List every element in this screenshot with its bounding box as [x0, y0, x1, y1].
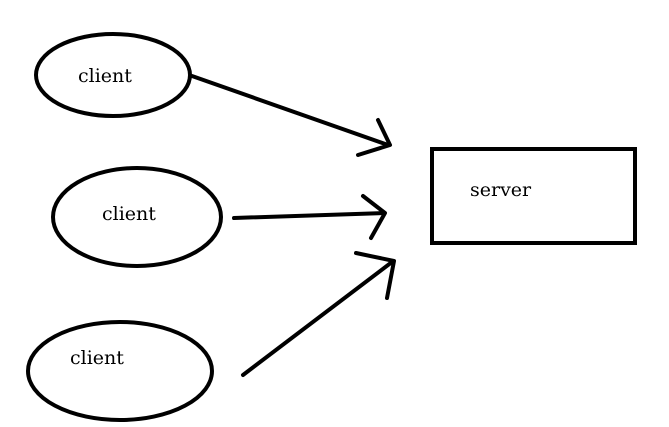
- arrow-3: [241, 251, 396, 377]
- client-label-2: client: [102, 203, 156, 225]
- client-node-1: [34, 32, 192, 118]
- client-node-2: [51, 166, 223, 268]
- client-node-3: [26, 320, 214, 422]
- arrow-1: [190, 74, 392, 157]
- server-label: server: [470, 179, 532, 201]
- server-node: [430, 147, 637, 245]
- client-label-3: client: [70, 347, 124, 369]
- arrow-2: [232, 194, 387, 240]
- client-label-1: client: [78, 65, 132, 87]
